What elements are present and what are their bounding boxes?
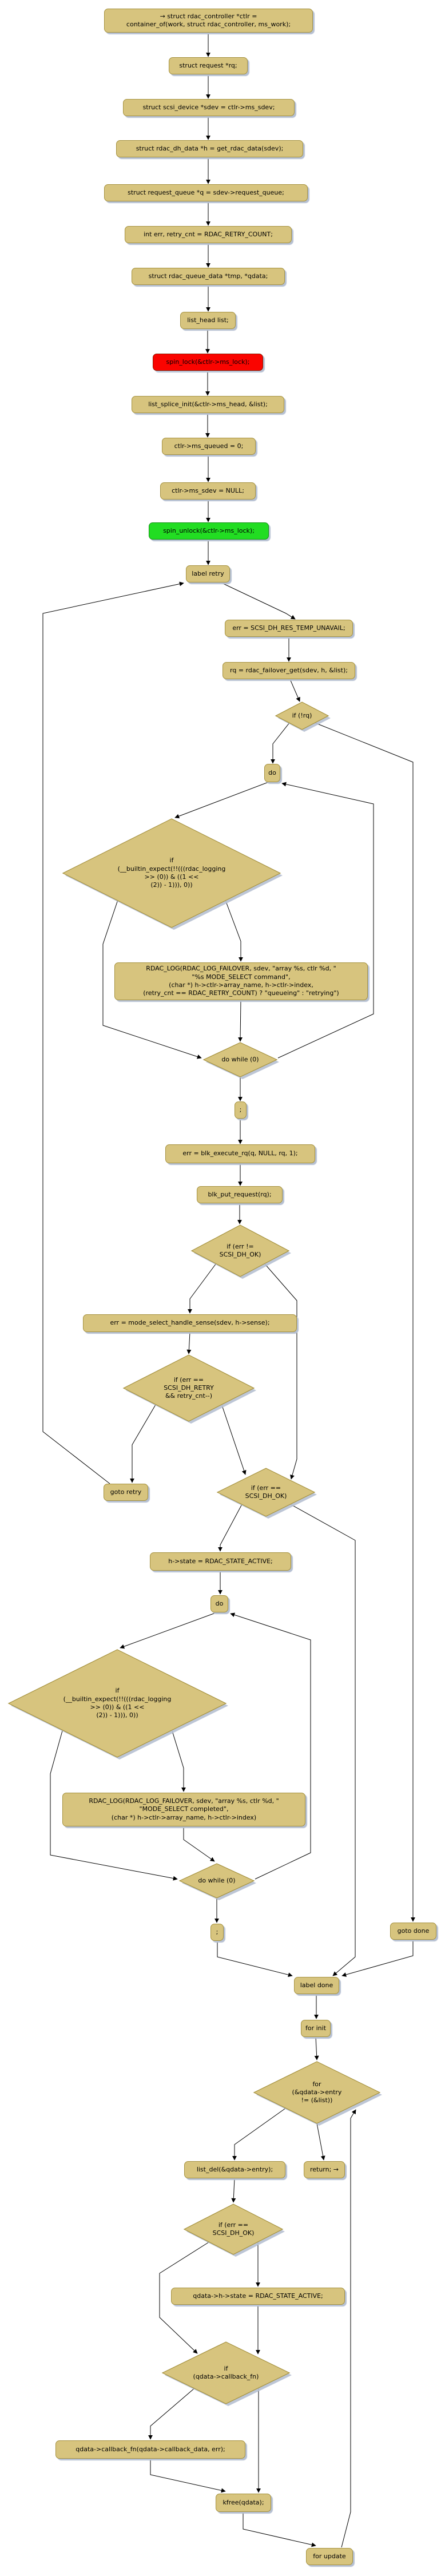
node-return: return; →: [304, 2161, 345, 2178]
node-do-while-1: do while (0): [221, 1055, 259, 1063]
node-ms-queued: ctlr->ms_queued = 0;: [162, 438, 256, 455]
node-label-retry: label retry: [186, 565, 230, 582]
node-goto-retry: goto retry: [104, 1484, 148, 1501]
node-semicolon-2: ;: [210, 1924, 224, 1941]
node-goto-done: goto done: [390, 1923, 436, 1940]
node-rdac-log-completed: RDAC_LOG(RDAC_LOG_FAILOVER, sdev, "array…: [62, 1793, 305, 1826]
node-decl-err-retry-cnt: int err, retry_cnt = RDAC_RETRY_COUNT;: [125, 226, 292, 243]
node-kfree-qdata: kfree(qdata);: [216, 2494, 271, 2512]
node-entry: → struct rdac_controller *ctlr = contain…: [104, 9, 313, 33]
diamond-shapes: [7, 702, 382, 2406]
node-semicolon-1: ;: [235, 1101, 247, 1119]
node-for-init: for init: [301, 2020, 331, 2037]
node-if-builtin-expect-2: if (__builtin_expect(!!(((rdac_logging >…: [63, 1687, 172, 1719]
node-ms-sdev-null: ctlr->ms_sdev = NULL;: [160, 482, 256, 500]
node-decl-sdev: struct scsi_device *sdev = ctlr->ms_sdev…: [123, 99, 295, 116]
node-blk-execute-rq: err = blk_execute_rq(q, NULL, rq, 1);: [165, 1144, 315, 1163]
node-callback-fn-call: qdata->callback_fn(qdata->callback_data,…: [55, 2440, 245, 2459]
node-spin-unlock: spin_unlock(&ctlr->ms_lock);: [149, 522, 269, 540]
node-if-err-retry-cnt: if (err == SCSI_DH_RETRY && retry_cnt--): [164, 1376, 214, 1400]
node-decl-q: struct request_queue *q = sdev->request_…: [104, 184, 308, 201]
node-qdata-h-state-active: qdata->h->state = RDAC_STATE_ACTIVE;: [171, 2288, 345, 2305]
node-do-while-2: do while (0): [198, 1876, 236, 1884]
node-do-2: do: [210, 1595, 228, 1612]
node-do-1: do: [264, 764, 280, 782]
node-list-splice-init: list_splice_init(&ctlr->ms_head, &list);: [132, 396, 284, 413]
node-list-del: list_del(&qdata->entry);: [184, 2161, 285, 2178]
node-decl-rq: struct request *rq;: [169, 57, 248, 74]
node-if-callback-fn: if (qdata->callback_fn): [193, 2364, 259, 2380]
edges: [42, 33, 415, 2548]
node-mode-select-handle-sense: err = mode_select_handle_sense(sdev, h->…: [83, 1314, 297, 1332]
node-rdac-failover-get: rq = rdac_failover_get(sdev, h, &list);: [223, 662, 355, 679]
node-err-temp-unavail: err = SCSI_DH_RES_TEMP_UNAVAIL;: [225, 620, 353, 637]
node-for-update: for update: [306, 2548, 353, 2565]
node-if-not-rq: if (!rq): [292, 711, 312, 719]
node-list-head: list_head list;: [180, 312, 236, 329]
node-if-err-ok-1: if (err == SCSI_DH_OK): [245, 1484, 287, 1500]
node-decl-h: struct rdac_dh_data *h = get_rdac_data(s…: [116, 140, 303, 157]
node-rdac-log-queueing: RDAC_LOG(RDAC_LOG_FAILOVER, sdev, "array…: [114, 962, 368, 1000]
node-if-builtin-expect-1: if (__builtin_expect(!!(((rdac_logging >…: [117, 857, 226, 889]
node-decl-tmp-qdata: struct rdac_queue_data *tmp, *qdata;: [132, 268, 285, 285]
node-if-err-ne-ok: if (err != SCSI_DH_OK): [219, 1242, 261, 1258]
node-h-state-active: h->state = RDAC_STATE_ACTIVE;: [150, 1552, 291, 1571]
node-if-err-ok-2: if (err == SCSI_DH_OK): [212, 2221, 255, 2237]
node-blk-put-request: blk_put_request(rq);: [197, 1186, 283, 1203]
node-label-done: label done: [294, 1977, 339, 1994]
node-spin-lock: spin_lock(&ctlr->ms_lock);: [153, 354, 263, 371]
node-for-cond: for (&qdata->entry != (&list)): [292, 2080, 342, 2105]
